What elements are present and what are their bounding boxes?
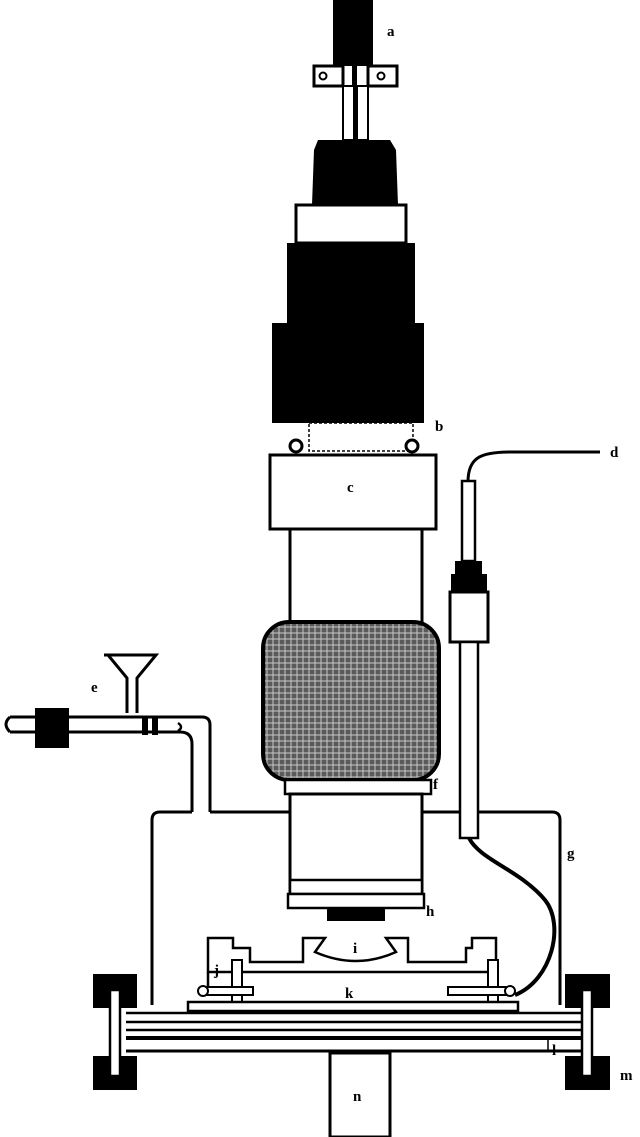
- label-c: c: [347, 480, 354, 496]
- mesh-sleeve: [261, 620, 441, 782]
- lower-tube: [283, 778, 433, 921]
- label-d: d: [610, 445, 619, 461]
- side-port: [4, 653, 212, 812]
- label-j: j: [213, 963, 219, 979]
- vessel: [150, 810, 562, 1005]
- motor-head: [272, 140, 424, 423]
- label-a: a: [387, 24, 395, 40]
- coupling: [288, 422, 420, 454]
- body-tube: [288, 527, 424, 629]
- label-l: l: [552, 1043, 556, 1059]
- flange-clamps: [93, 974, 610, 1090]
- probe: [448, 450, 600, 997]
- base-plate: [126, 1011, 586, 1053]
- label-i: i: [353, 941, 357, 957]
- label-g: g: [567, 846, 575, 862]
- label-e: e: [91, 680, 98, 696]
- label-n: n: [353, 1089, 362, 1105]
- label-m: m: [620, 1068, 633, 1084]
- bottom-stem: [328, 1051, 392, 1137]
- label-f: f: [433, 777, 439, 793]
- label-h: h: [426, 904, 435, 920]
- label-k: k: [345, 986, 354, 1002]
- label-b: b: [435, 419, 443, 435]
- stirrer-cage: [186, 936, 520, 1013]
- shaft-clamp: [312, 64, 399, 141]
